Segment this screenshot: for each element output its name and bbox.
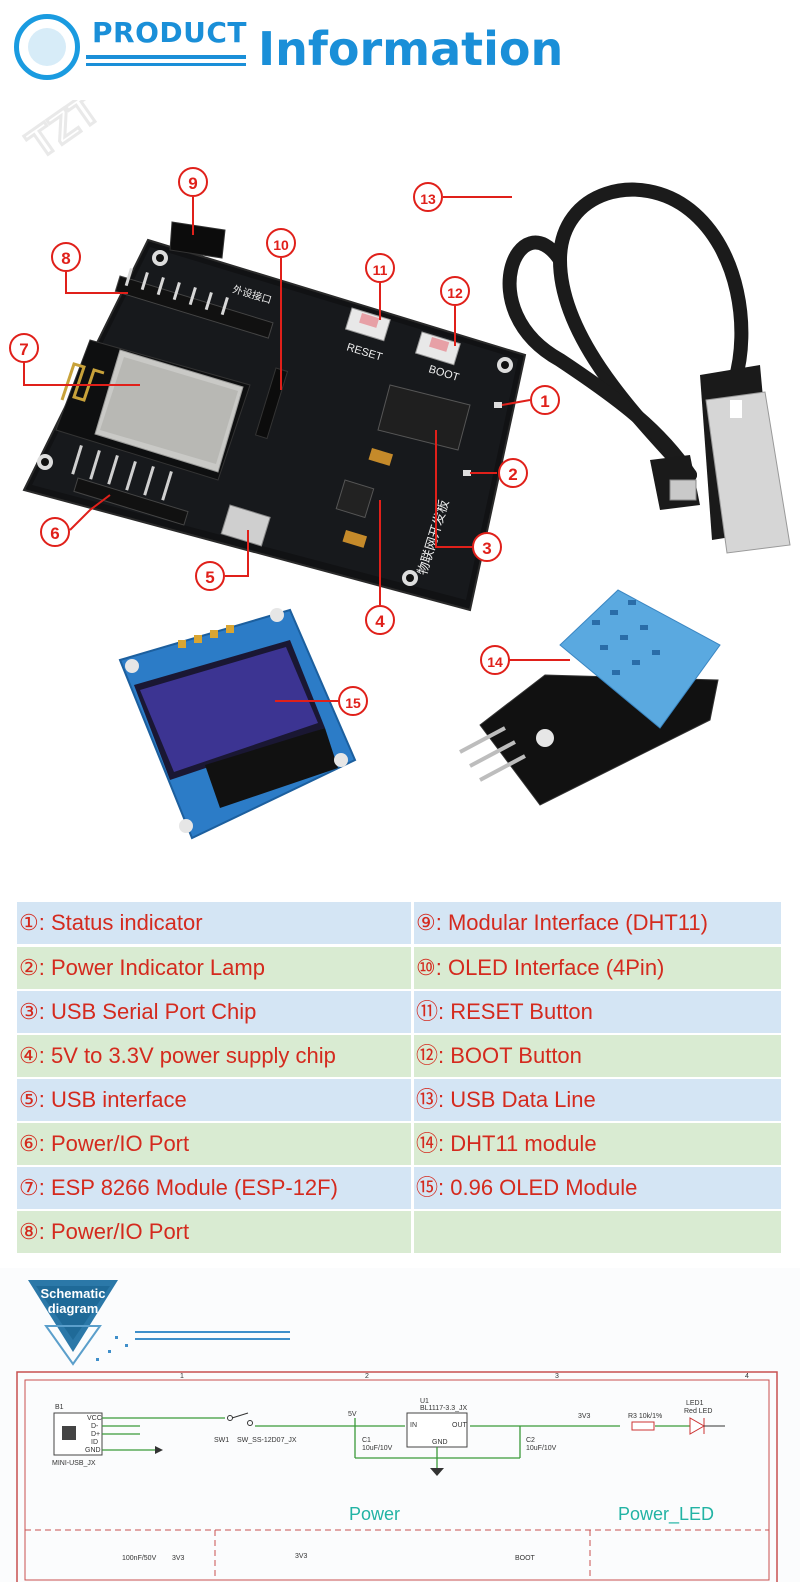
cap2-ref: C2 [526, 1437, 535, 1444]
schematic-badge: Schematic diagram [28, 1280, 118, 1366]
legend-item-4: ④: 5V to 3.3V power supply chip [19, 1043, 336, 1068]
product-photo: TZT [17, 83, 791, 840]
product-photo-area: TZT [0, 83, 800, 890]
net-5v: 5V [348, 1411, 357, 1418]
section-power-led-label: Power_LED [618, 1504, 715, 1524]
legend-table: ①: Status indicator ②: Power Indicator L… [17, 902, 781, 1254]
header: PRODUCT Information [0, 0, 800, 100]
legend-row-bg [17, 1123, 781, 1165]
legend-item-12: ⑫: BOOT Button [416, 1043, 582, 1068]
bottom-net-2: 3V3 [295, 1553, 308, 1560]
marker-5: 5 [195, 561, 225, 591]
marker-1: 1 [530, 385, 560, 415]
badge-line-1: Schematic [40, 1286, 105, 1301]
oled-module [118, 608, 357, 840]
legend-item-2: ②: Power Indicator Lamp [19, 955, 265, 980]
marker-7: 7 [9, 333, 39, 363]
switch-ref: SW1 [214, 1437, 229, 1444]
legend-item-empty [414, 1211, 781, 1253]
usb-ref: B1 [55, 1404, 64, 1411]
usb-pin-id: ID [91, 1439, 98, 1446]
cap1-ref: C1 [362, 1437, 371, 1444]
section-power-label: Power [349, 1504, 401, 1524]
cap1-value: 10uF/10V [362, 1445, 393, 1452]
marker-14: 14 [480, 645, 510, 675]
usb-pin-dp: D+ [91, 1431, 100, 1438]
marker-13: 13 [413, 182, 443, 212]
legend-item-10: ⑩: OLED Interface (4Pin) [416, 955, 665, 980]
marker-3: 3 [472, 532, 502, 562]
grid-col-2: 2 [365, 1373, 369, 1380]
badge-line-2: diagram [48, 1301, 99, 1316]
legend-item-1: ①: Status indicator [19, 910, 203, 935]
legend-item-6: ⑥: Power/IO Port [19, 1131, 190, 1156]
legend-row-bg [17, 991, 781, 1033]
led-value: Red LED [684, 1408, 712, 1415]
legend-item-15: ⑮: 0.96 OLED Module [416, 1175, 638, 1200]
legend-row-bg [17, 1211, 781, 1253]
legend-item-5: ⑤: USB interface [19, 1087, 187, 1112]
magnifier-logo-icon [14, 14, 80, 80]
cap2-value: 10uF/10V [526, 1445, 557, 1452]
usb-a-plug [700, 365, 791, 554]
marker-11: 11 [365, 253, 395, 283]
marker-6: 6 [40, 517, 70, 547]
marker-12: 12 [440, 276, 470, 306]
page-title: Information [258, 22, 564, 76]
legend-row-bg [17, 1079, 781, 1121]
legend-row-bg [17, 1167, 781, 1209]
reg-part: BL1117-3.3_JX [420, 1405, 468, 1412]
legend-item-11: ⑪: RESET Button [416, 999, 593, 1024]
callout-lines [23, 196, 570, 702]
usb-pin-gnd: GND [85, 1447, 101, 1454]
schematic-diagram: Schematic diagram 1 2 3 4 B1 MINI-USB_JX… [16, 1280, 778, 1586]
esp8266-dev-board: RESET BOOT 物联网开发板 外设接口 [22, 221, 527, 612]
bottom-boot: BOOT [515, 1555, 536, 1562]
product-word: PRODUCT [92, 16, 248, 49]
product-underline [86, 55, 246, 59]
bottom-cap: 100nF/50V [122, 1555, 157, 1562]
legend-column-divider [411, 902, 414, 1254]
legend-item-14: ⑭: DHT11 module [416, 1131, 597, 1156]
legend-row-bg [17, 1035, 781, 1077]
legend-row-bg [17, 902, 781, 944]
micro-usb-plug [650, 455, 700, 510]
usb-pin-vcc: VCC [87, 1415, 102, 1422]
usb-cable [502, 182, 749, 482]
reg-in: IN [410, 1422, 417, 1429]
led-ref: LED1 [686, 1400, 704, 1407]
marker-4: 4 [365, 605, 395, 635]
usb-part: MINI-USB_JX [52, 1460, 96, 1467]
marker-2: 2 [498, 458, 528, 488]
marker-10: 10 [266, 228, 296, 258]
legend-item-7: ⑦: ESP 8266 Module (ESP-12F) [19, 1175, 338, 1200]
product-underline-2 [86, 63, 246, 66]
legend-item-3: ③: USB Serial Port Chip [19, 999, 257, 1024]
legend-item-13: ⑬: USB Data Line [416, 1087, 596, 1112]
net-3v3: 3V3 [578, 1413, 591, 1420]
legend-row-bg [17, 947, 781, 989]
resistor-value: R3 10k/1% [628, 1413, 662, 1420]
reg-ref: U1 [420, 1398, 429, 1405]
watermark-text: TZT [18, 100, 108, 167]
legend-item-9: ⑨: Modular Interface (DHT11) [416, 910, 708, 935]
usb-pin-dm: D- [91, 1423, 99, 1430]
grid-col-3: 3 [555, 1373, 559, 1380]
switch-part: SW_SS-12D07_JX [237, 1437, 297, 1444]
reg-out: OUT [452, 1422, 468, 1429]
bottom-net: 3V3 [172, 1555, 185, 1562]
grid-col-1: 1 [180, 1373, 184, 1380]
marker-15: 15 [338, 686, 368, 716]
watermark-pattern: TZT [17, 83, 110, 169]
legend-item-8: ⑧: Power/IO Port [19, 1219, 190, 1244]
reg-gnd: GND [432, 1439, 448, 1446]
dht11-module [459, 589, 721, 806]
marker-9: 9 [178, 167, 208, 197]
marker-8: 8 [51, 242, 81, 272]
schematic-section: Schematic diagram 1 2 3 4 B1 MINI-USB_JX… [0, 1268, 800, 1586]
grid-col-4: 4 [745, 1373, 749, 1380]
